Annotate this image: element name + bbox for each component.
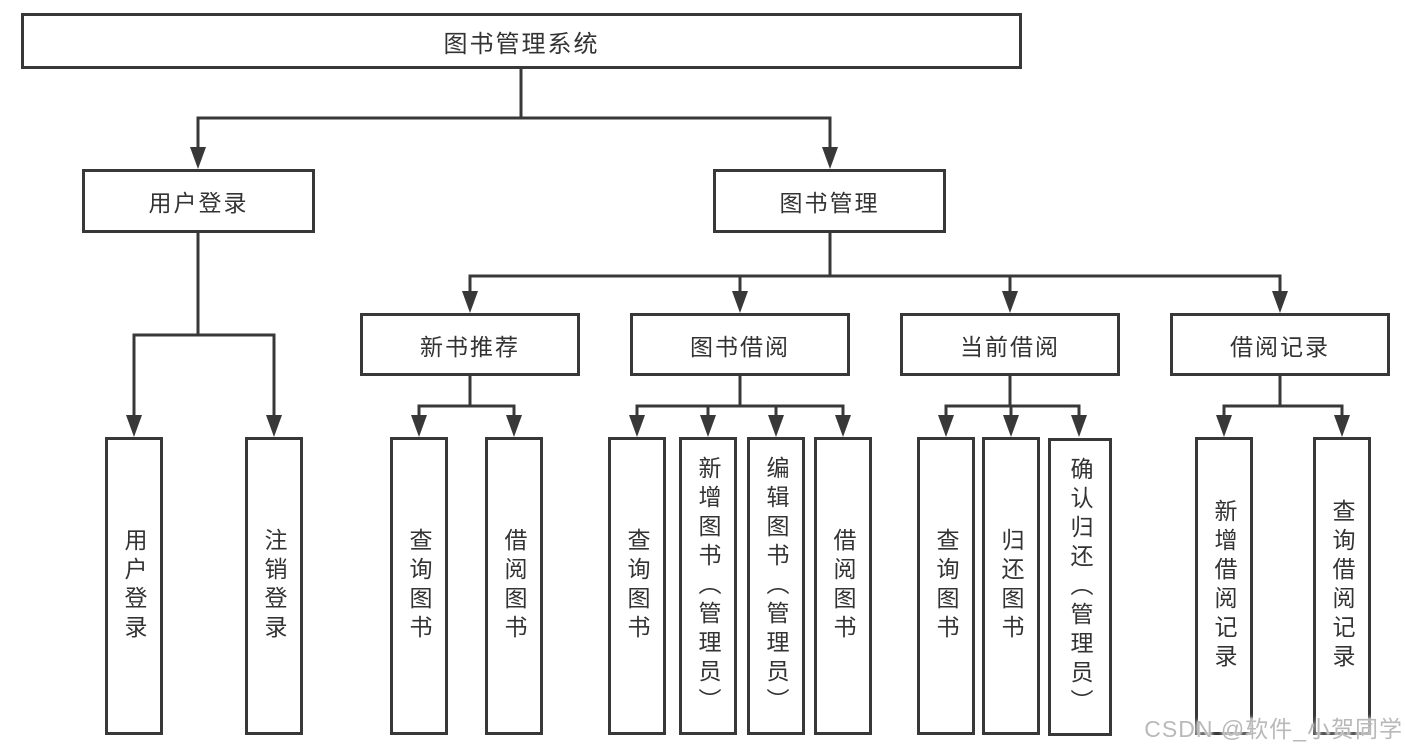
leaf-borrow-books-recommend: 借阅图书 [485, 437, 543, 735]
leaf-return-book: 归还图书 [982, 437, 1040, 735]
arrowheads [126, 147, 1350, 437]
node-user-login: 用户登录 [82, 169, 315, 233]
leaf-logout: 注销登录 [245, 437, 303, 735]
leaf-edit-book-admin: 编辑图书（管理员） [747, 437, 805, 735]
node-current-borrowing: 当前借阅 [900, 313, 1120, 376]
node-borrowing-records: 借阅记录 [1170, 313, 1390, 376]
node-book-borrowing: 图书借阅 [630, 313, 850, 376]
node-library-management-system: 图书管理系统 [21, 13, 1022, 69]
leaf-add-borrowing-record: 新增借阅记录 [1195, 437, 1253, 735]
node-new-book-recommendation: 新书推荐 [360, 313, 580, 376]
leaf-query-books-recommend: 查询图书 [390, 437, 448, 735]
node-book-management: 图书管理 [713, 169, 946, 233]
leaf-query-borrowing-record: 查询借阅记录 [1313, 437, 1371, 735]
leaf-query-books-current: 查询图书 [917, 437, 975, 735]
leaf-add-book-admin: 新增图书（管理员） [679, 437, 737, 735]
leaf-query-books-borrow: 查询图书 [608, 437, 666, 735]
leaf-confirm-return-admin: 确认归还（管理员） [1048, 438, 1112, 736]
connector-shafts [132, 69, 1344, 418]
leaf-user-login: 用户登录 [105, 437, 163, 735]
leaf-borrow-books: 借阅图书 [814, 437, 872, 735]
